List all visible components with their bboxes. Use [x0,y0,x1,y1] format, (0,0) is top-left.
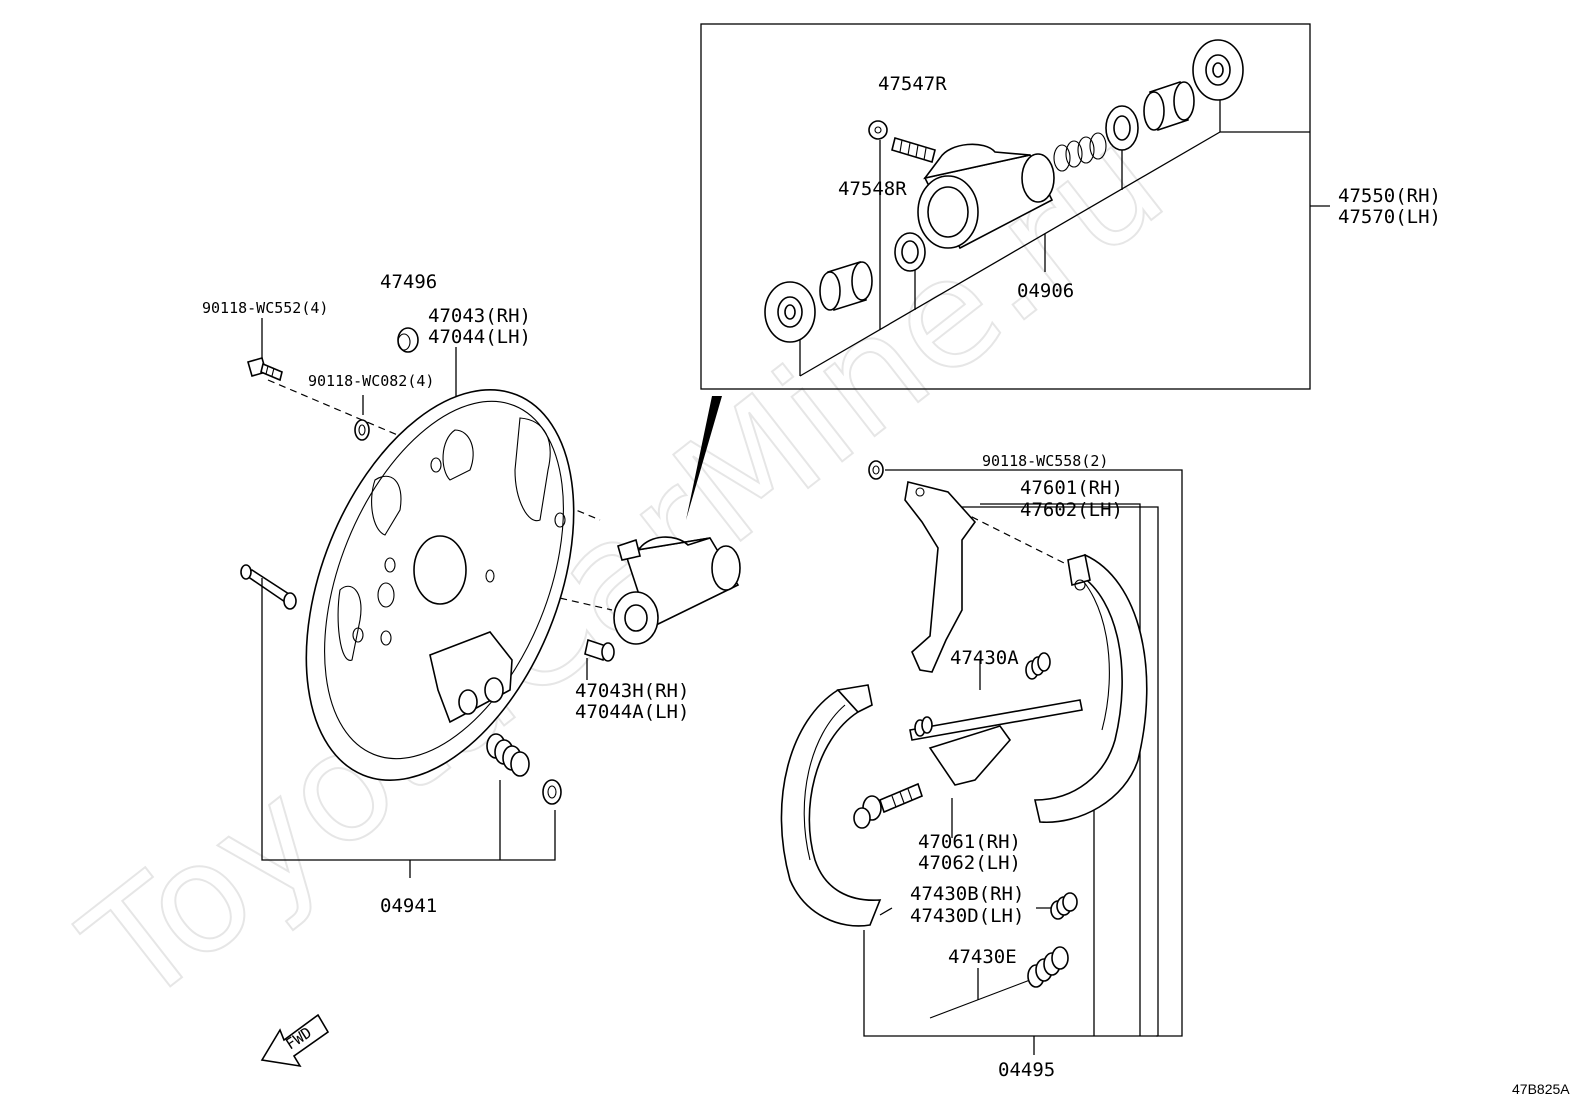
bolt-90118-wc552 [247,357,283,382]
washer-04941 [542,779,562,805]
label-90118-wc558: 90118-WC558(2) [982,452,1108,470]
bleeder-cap [868,120,888,140]
label-04906: 04906 [1017,280,1074,302]
spring-04941 [486,733,530,777]
detail-pointer [686,396,722,520]
label-47430a: 47430A [950,647,1019,669]
label-47570-lh: 47570(LH) [1338,206,1441,228]
piston-left [819,260,873,312]
bleeder-screw [891,136,936,164]
cup-right [1105,105,1139,151]
label-47430e: 47430E [948,946,1017,968]
wheel-cylinder-detail-box: 47547R 47548R 47550(RH) 47570(LH) 04906 [686,23,1441,520]
bolt-47043h [584,638,615,662]
label-47062-lh: 47062(LH) [918,852,1021,874]
piston-right [1143,80,1195,132]
adjuster-strut [909,699,1083,786]
label-47602-lh: 47602(LH) [1020,499,1123,521]
label-47043-rh: 47043(RH) [428,305,531,327]
label-47496: 47496 [380,271,437,293]
boot-right [1192,39,1244,101]
label-47043h-rh: 47043H(RH) [575,680,689,702]
label-47601-rh: 47601(RH) [1020,477,1123,499]
fwd-arrow: FWD [260,1013,330,1068]
brake-shoe-group: 90118-WC558(2) 47601(RH) 47602(LH) 47430… [780,452,1183,1081]
label-90118-wc082: 90118-WC082(4) [308,372,434,390]
cup-left [894,232,926,272]
washer-90118-wc558 [868,460,884,480]
spring-47430e [929,946,1069,1019]
parking-brake-lever [904,481,977,673]
brake-shoe-left [780,684,882,927]
label-47550-rh: 47550(RH) [1338,185,1441,207]
spring-47430b [1050,892,1078,920]
label-04495: 04495 [998,1059,1055,1081]
adjuster-bolt-47061 [853,782,923,829]
boot-left [764,281,816,343]
plug-47496 [397,327,419,353]
backing-plate-group: 90118-WC552(4) 47496 47043(RH) 47044(LH)… [202,271,741,917]
label-47044-lh: 47044(LH) [428,326,531,348]
anchor-pin [240,564,297,610]
wheel-cylinder-installed [613,536,741,645]
reference-code: 47B825A [1512,1081,1570,1097]
brake-shoe-right [1033,553,1148,823]
label-47548R: 47548R [838,178,907,200]
label-47547R: 47547R [878,73,947,95]
label-04941: 04941 [380,895,437,917]
washer-90118-wc082 [354,419,370,441]
label-90118-wc552: 90118-WC552(4) [202,299,328,317]
assembly-baseline [799,131,1221,377]
label-47044a-lh: 47044A(LH) [575,701,689,723]
cylinder-spring [1053,132,1107,172]
wheel-cylinder-body [917,143,1055,250]
label-47430d-lh: 47430D(LH) [910,905,1024,927]
label-47430b-rh: 47430B(RH) [910,883,1024,905]
label-47061-rh: 47061(RH) [918,831,1021,853]
spring-47430a [1025,652,1051,680]
backing-plate [305,389,575,781]
